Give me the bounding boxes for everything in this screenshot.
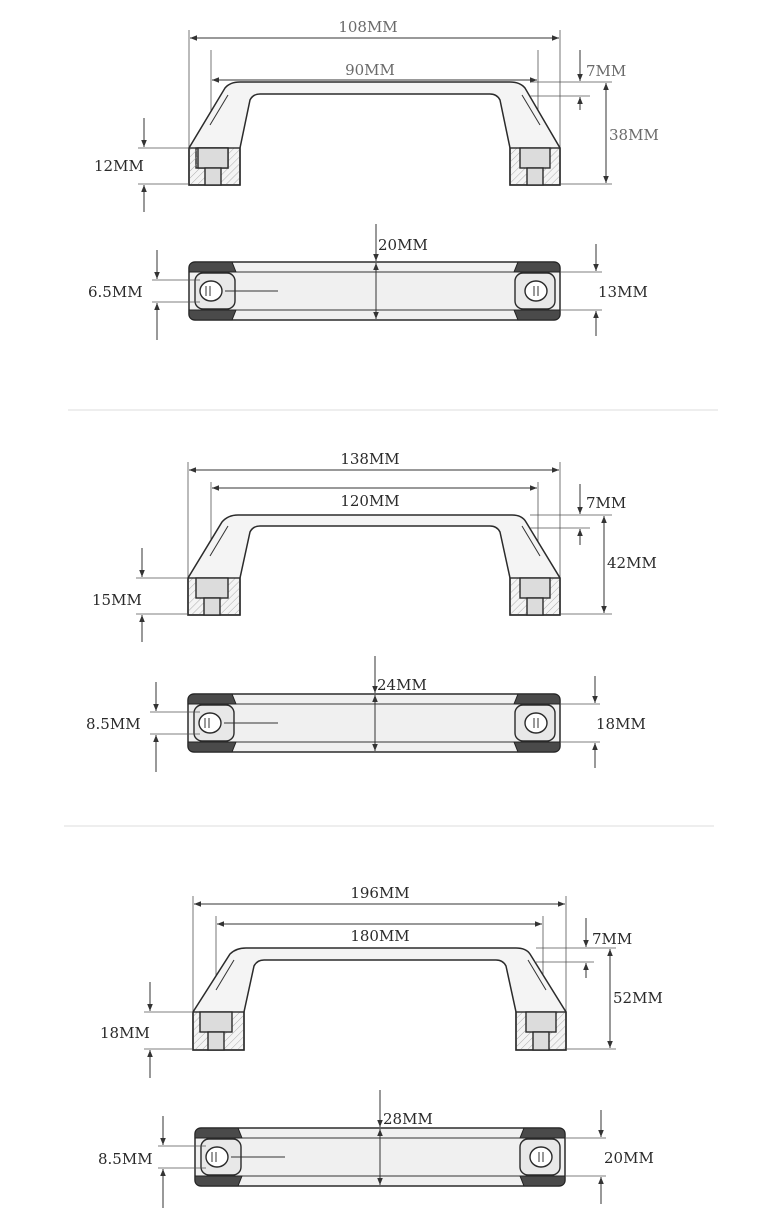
leg-height-label-3: 18MM — [100, 1024, 150, 1042]
width-label-2: 24MM — [377, 676, 427, 694]
bar-width-label-3: 20MM — [604, 1149, 654, 1167]
top-view-1: 20MM 6.5MM 13MM — [88, 224, 648, 340]
bar-width-label-1: 13MM — [598, 283, 648, 301]
height-label-3: 52MM — [613, 989, 663, 1007]
height-label-2: 42MM — [607, 554, 657, 572]
leg-height-label-1: 12MM — [94, 157, 144, 175]
hole-diameter-label-2: 8.5MM — [86, 715, 141, 733]
overall-length-label-2: 138MM — [340, 450, 399, 468]
side-view-3: 196MM 180MM 7MM 52MM 18MM — [100, 884, 663, 1078]
overall-length-label-1: 108MM — [338, 18, 397, 36]
height-label-1: 38MM — [609, 126, 659, 144]
hole-spacing-label-2: 120MM — [340, 492, 399, 510]
bar-width-label-2: 18MM — [596, 715, 646, 733]
offset-label-3: 7MM — [592, 930, 632, 948]
handle-drawing-1: 108MM 90MM 7MM 38MM 12MM — [88, 18, 659, 340]
overall-length-label-3: 196MM — [350, 884, 409, 902]
handle-drawing-3: 196MM 180MM 7MM 52MM 18MM — [98, 884, 663, 1208]
side-view-2: 138MM 120MM 7MM 42MM 15MM — [92, 450, 657, 642]
offset-label-2: 7MM — [586, 494, 626, 512]
top-view-3: 28MM 8.5MM 20MM — [98, 1090, 654, 1208]
width-label-1: 20MM — [378, 236, 428, 254]
side-view-1: 108MM 90MM 7MM 38MM 12MM — [94, 18, 659, 212]
hole-diameter-label-1: 6.5MM — [88, 283, 143, 301]
offset-label-1: 7MM — [586, 62, 626, 80]
width-label-3: 28MM — [383, 1110, 433, 1128]
hole-spacing-label-1: 90MM — [345, 61, 395, 79]
hole-diameter-label-3: 8.5MM — [98, 1150, 153, 1168]
handle-drawing-2: 138MM 120MM 7MM 42MM 15MM — [86, 450, 657, 772]
leg-height-label-2: 15MM — [92, 591, 142, 609]
hole-spacing-label-3: 180MM — [350, 927, 409, 945]
top-view-2: 24MM 8.5MM 18MM — [86, 656, 646, 772]
